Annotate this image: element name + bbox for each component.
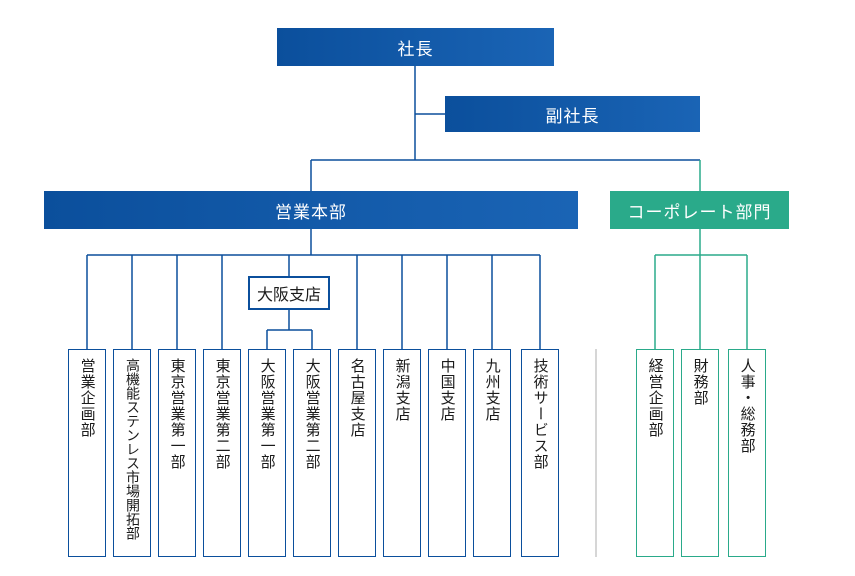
- dept-label: 中国支店: [438, 358, 457, 422]
- dept-label: 東京営業第一部: [168, 358, 187, 470]
- sales-hq-label: 営業本部: [275, 202, 347, 223]
- president-label: 社長: [397, 39, 434, 60]
- dept-label: 名古屋支店: [348, 358, 367, 438]
- dept-label: 新潟支店: [393, 358, 412, 422]
- dept-label: 財務部: [691, 358, 710, 406]
- dept-hr-general-affairs: 人事・総務部: [728, 349, 766, 557]
- dept-label: 高機能ステンレス市場開拓部: [124, 358, 141, 540]
- dept-label: 技術サービス部: [531, 358, 550, 470]
- osaka-branch-box: 大阪支店: [248, 276, 330, 310]
- dept-label: 大阪営業第二部: [303, 358, 322, 470]
- president-box: 社長: [277, 28, 554, 66]
- dept-osaka-sales-1: 大阪営業第一部: [248, 349, 286, 557]
- corporate-label: コーポレート部門: [627, 202, 772, 223]
- dept-label: 九州支店: [483, 358, 502, 422]
- dept-high-performance-stainless: 高機能ステンレス市場開拓部: [113, 349, 151, 557]
- dept-sales-planning: 営業企画部: [68, 349, 106, 557]
- dept-label: 経営企画部: [646, 358, 665, 438]
- dept-osaka-sales-2: 大阪営業第二部: [293, 349, 331, 557]
- osaka-branch-label: 大阪支店: [256, 285, 321, 304]
- corporate-box: コーポレート部門: [610, 191, 789, 229]
- dept-label: 人事・総務部: [738, 358, 757, 454]
- dept-niigata-branch: 新潟支店: [383, 349, 421, 557]
- dept-tokyo-sales-2: 東京営業第二部: [203, 349, 241, 557]
- dept-label: 大阪営業第一部: [258, 358, 277, 470]
- dept-label: 東京営業第二部: [213, 358, 232, 470]
- dept-chugoku-branch: 中国支店: [428, 349, 466, 557]
- dept-finance: 財務部: [681, 349, 719, 557]
- dept-tokyo-sales-1: 東京営業第一部: [158, 349, 196, 557]
- vice-president-box: 副社長: [445, 96, 700, 132]
- dept-kyushu-branch: 九州支店: [473, 349, 511, 557]
- dept-label: 営業企画部: [78, 358, 97, 438]
- dept-technical-service: 技術サービス部: [521, 349, 559, 557]
- dept-nagoya-branch: 名古屋支店: [338, 349, 376, 557]
- vice-president-label: 副社長: [545, 106, 600, 127]
- dept-corporate-planning: 経営企画部: [636, 349, 674, 557]
- sales-hq-box: 営業本部: [44, 191, 578, 229]
